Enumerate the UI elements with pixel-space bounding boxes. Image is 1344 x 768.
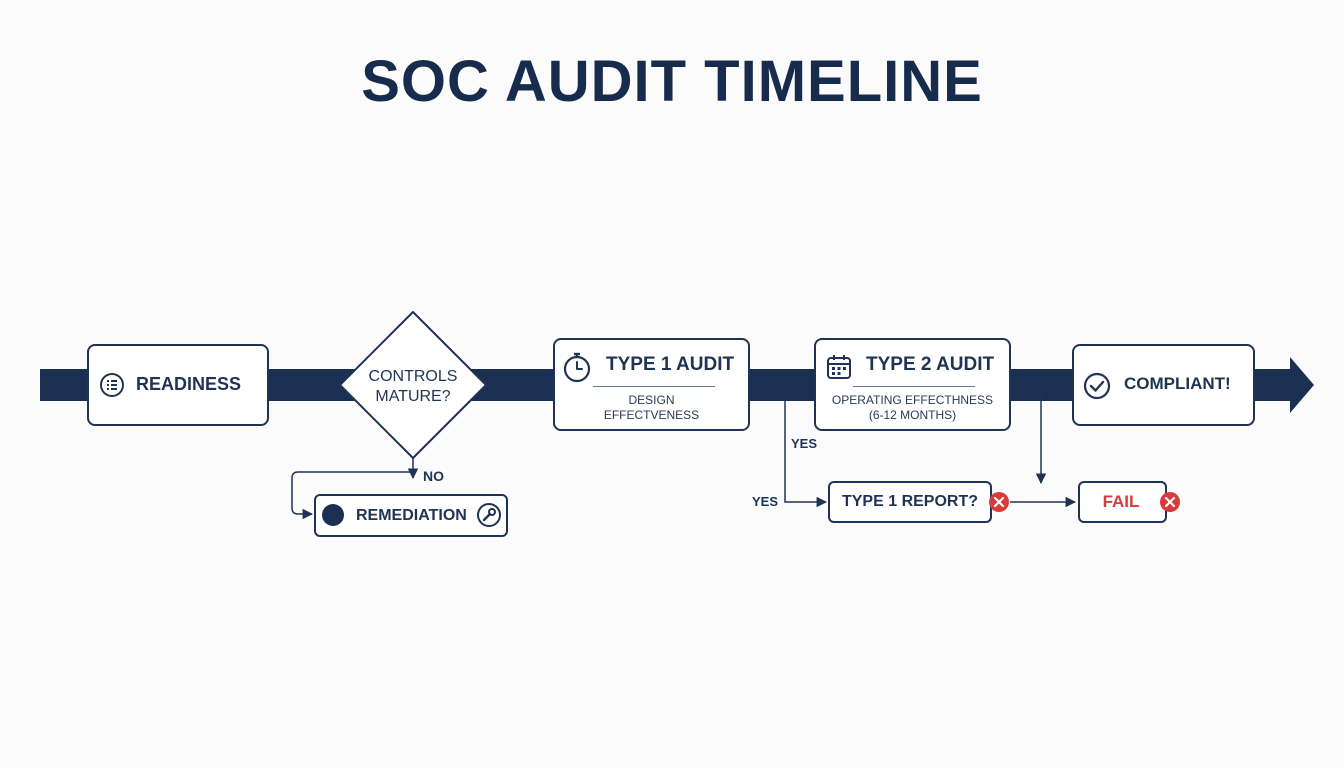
type1-audit-box: [553, 338, 750, 431]
readiness-box: [87, 344, 269, 426]
type2-sub-line2: (6-12 MONTHS): [868, 408, 957, 422]
no-label: NO: [423, 468, 444, 484]
type2-divider: [853, 386, 975, 387]
dot-icon: [322, 504, 344, 526]
remediation-label: REMEDIATION: [356, 507, 467, 524]
stopwatch-icon: [563, 352, 591, 383]
type1-sub-line1: DESIGN: [628, 393, 675, 407]
wrench-icon: [477, 503, 501, 527]
type2-audit-title: TYPE 2 AUDIT: [866, 354, 995, 375]
yes-connector: [784, 400, 828, 508]
type2-audit-box: [814, 338, 1011, 431]
remediation-loop-connector: [291, 471, 413, 520]
compliant-label: COMPLIANT!: [1124, 374, 1231, 393]
type1-report-label: TYPE 1 REPORT?: [841, 493, 979, 510]
check-circle-icon: [1083, 372, 1111, 400]
x-circle-icon: [1160, 492, 1180, 512]
decision-label-line1: CONTROLS: [368, 368, 458, 385]
page-title: SOC AUDIT TIMELINE: [361, 49, 983, 114]
yes-label-upper: YES: [791, 436, 818, 451]
remediation-box: [314, 494, 508, 537]
x-circle-icon: [989, 492, 1009, 512]
type1-sub-line2: EFFECTVENESS: [603, 408, 700, 422]
readiness-label: READINESS: [136, 374, 242, 394]
fail-label: FAIL: [1102, 492, 1140, 511]
calendar-icon: [827, 355, 851, 379]
type2-sub-line1: OPERATING EFFECTHNESS: [831, 393, 994, 407]
type1-audit-title: TYPE 1 AUDIT: [606, 354, 735, 375]
decision-label-line2: MATURE?: [375, 388, 451, 405]
checklist-icon: [100, 373, 124, 397]
fail-box: [1078, 481, 1167, 523]
type1-divider: [593, 386, 715, 387]
yes-label-lower: YES: [752, 494, 779, 509]
compliant-box: [1072, 344, 1255, 426]
